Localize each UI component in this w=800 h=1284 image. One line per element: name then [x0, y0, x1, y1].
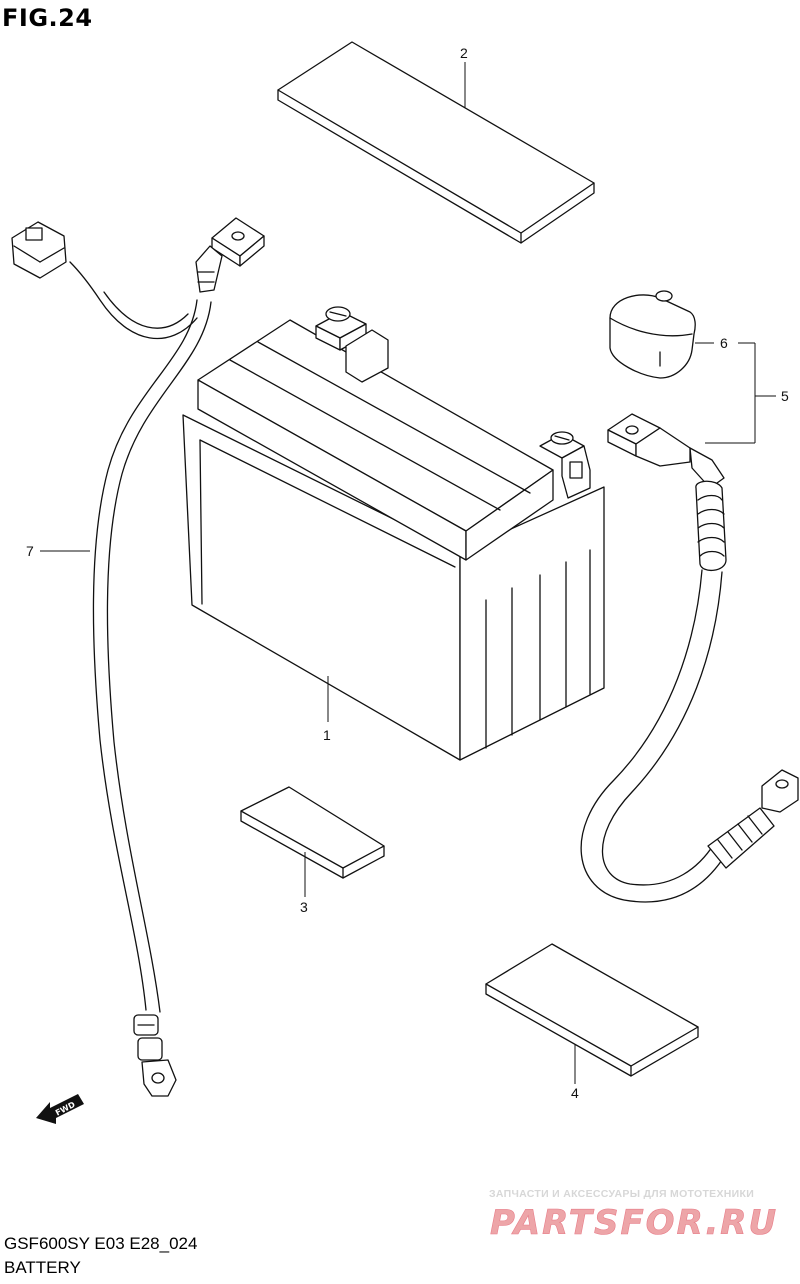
- part-6-cap[interactable]: [609, 290, 696, 379]
- callout-5: 5: [781, 388, 789, 404]
- part-3-pad[interactable]: [240, 786, 385, 879]
- fwd-arrow-icon: FWD: [36, 1094, 84, 1124]
- callout-7: 7: [26, 543, 34, 559]
- part-7-cable[interactable]: [11, 217, 265, 1097]
- section-name: BATTERY: [4, 1258, 81, 1277]
- callout-1: 1: [323, 727, 331, 743]
- callout-3: 3: [300, 899, 308, 915]
- callout-2: 2: [460, 45, 468, 61]
- watermark-subtitle: ЗАПЧАСТИ И АКСЕССУАРЫ ДЛЯ МОТОТЕХНИКИ: [489, 1188, 755, 1200]
- figure-title: FIG.24: [2, 4, 93, 32]
- part-1-battery[interactable]: [182, 306, 605, 761]
- watermark-logo-text: PARTSFOR.RU: [490, 1203, 778, 1242]
- watermark-logo: PARTSFOR.RU: [490, 1203, 778, 1242]
- callout-4: 4: [571, 1085, 579, 1101]
- part-2-pad[interactable]: [277, 41, 595, 244]
- callout-6: 6: [720, 335, 728, 351]
- model-code: GSF600SY E03 E28_024: [4, 1234, 198, 1253]
- part-5-cable[interactable]: [580, 413, 799, 903]
- part-4-pad[interactable]: [485, 943, 699, 1077]
